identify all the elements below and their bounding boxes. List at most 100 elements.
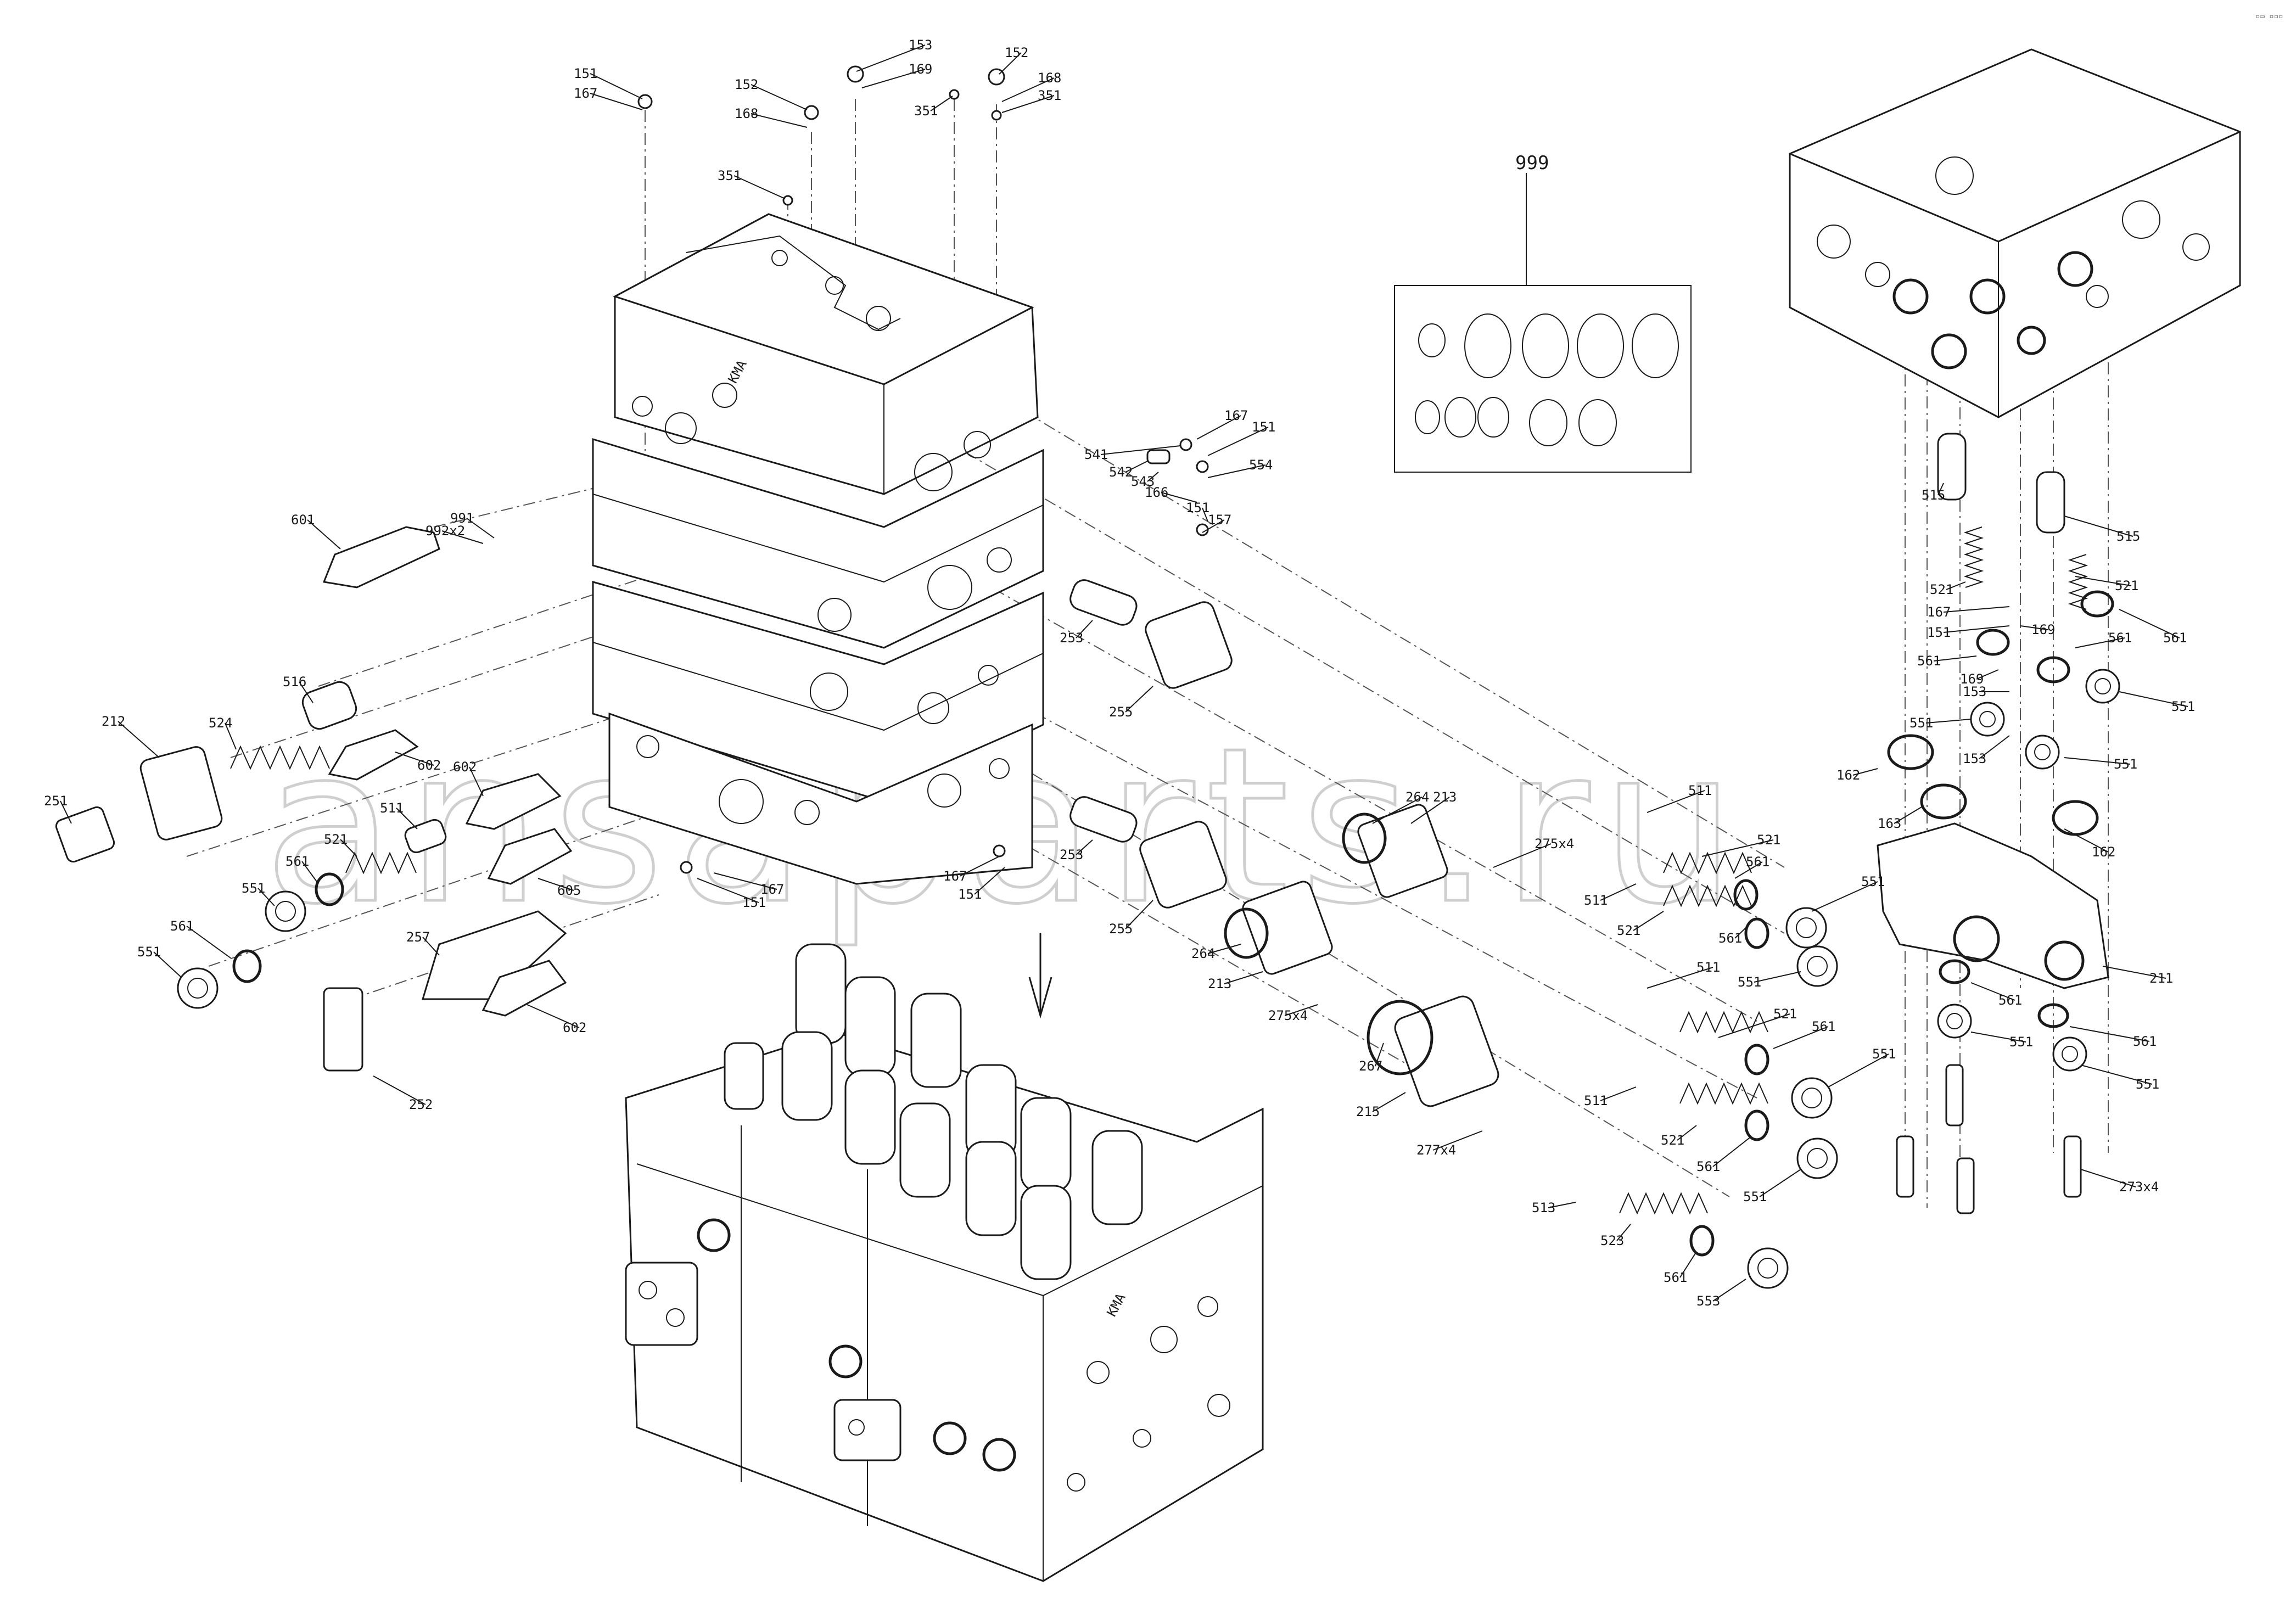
part-label-561h: 561 xyxy=(2163,630,2187,646)
part-label-543: 543 xyxy=(1131,474,1155,489)
leader-line-521c xyxy=(1633,911,1664,931)
part-label-273: 273x4 xyxy=(2119,1179,2159,1195)
part-label-553: 553 xyxy=(1696,1293,1720,1309)
leader-line-151b xyxy=(1207,427,1269,456)
part-label-211: 211 xyxy=(2149,971,2173,986)
part-label-602b: 602 xyxy=(453,759,477,775)
part-label-152: 152 xyxy=(735,77,758,92)
leader-line-553 xyxy=(1712,1279,1746,1302)
leader-line-561c xyxy=(1734,861,1763,879)
leader-line-264a xyxy=(1372,797,1423,824)
leader-line-153 xyxy=(856,44,926,72)
part-label-561l: 561 xyxy=(2133,1034,2157,1049)
leader-line-267 xyxy=(1375,1043,1384,1067)
part-label-253: 253 xyxy=(1060,630,1083,646)
part-label-167c: 167 xyxy=(760,882,784,897)
leader-line-551d xyxy=(1754,971,1801,983)
leader-line-561g xyxy=(1679,1251,1697,1278)
part-label-551d: 551 xyxy=(1738,974,1761,990)
part-label-212: 212 xyxy=(102,714,125,729)
leader-line-561b xyxy=(186,926,231,959)
leader-line-163 xyxy=(1894,806,1922,824)
part-label-511e: 511 xyxy=(1584,1093,1608,1108)
part-label-561b: 561 xyxy=(170,918,194,934)
leader-line-561e xyxy=(1773,1026,1829,1049)
leader-line-561k xyxy=(1970,982,2015,1001)
leader-line-561j xyxy=(1933,655,1977,662)
leader-line-167b xyxy=(1196,415,1241,440)
seal-kit-box: 999 xyxy=(1394,152,1692,473)
leader-line-561l xyxy=(2069,1026,2150,1042)
leader-line-561f xyxy=(1712,1136,1752,1167)
leader-line-561i xyxy=(2075,637,2125,648)
leader-line-251 xyxy=(60,800,72,824)
leader-line-162a xyxy=(1852,768,1878,776)
leader-line-521a xyxy=(340,839,357,857)
leader-line-511a xyxy=(396,808,418,830)
kit-label-999: 999 xyxy=(1515,152,1549,174)
leader-line-167 xyxy=(590,93,643,110)
part-label-551b: 551 xyxy=(137,944,161,960)
leader-line-551j xyxy=(1970,1032,2026,1043)
leader-line-275b xyxy=(1284,1004,1318,1016)
leader-line-521d xyxy=(1718,1013,1790,1038)
part-label-163: 163 xyxy=(1878,816,1901,831)
leader-line-211 xyxy=(2102,966,2166,979)
leader-line-252 xyxy=(373,1075,426,1105)
part-label-264a: 264 xyxy=(1405,789,1429,805)
leader-line-602c xyxy=(527,1004,580,1028)
part-label-521c: 521 xyxy=(1617,923,1640,938)
leader-line-264b xyxy=(1207,944,1241,954)
leader-line-215 xyxy=(1372,1092,1406,1112)
part-label-554: 554 xyxy=(1249,457,1273,473)
part-label-162a: 162 xyxy=(1836,767,1860,783)
leader-line-212 xyxy=(117,721,160,758)
part-label-277: 277x4 xyxy=(1416,1142,1456,1158)
leader-line-151 xyxy=(590,73,643,99)
leader-line-521g xyxy=(2075,576,2132,586)
part-label-515b: 515 xyxy=(2116,529,2140,544)
leader-line-551h xyxy=(1925,719,1972,724)
part-label-213b: 213 xyxy=(1208,976,1231,991)
leader-line-152 xyxy=(751,84,808,110)
leader-line-253 xyxy=(1076,620,1093,638)
leader-line-521b xyxy=(1701,839,1774,857)
leader-line-511d xyxy=(1647,967,1713,989)
part-label-521a: 521 xyxy=(324,832,348,847)
part-label-152b: 152 xyxy=(1005,45,1028,60)
part-label-255: 255 xyxy=(1109,704,1133,720)
valve-body-exploded: KMA xyxy=(592,213,1044,885)
leader-line-257 xyxy=(422,937,440,956)
part-label-511a: 511 xyxy=(380,800,404,816)
leader-line-513 xyxy=(1548,1202,1576,1208)
leader-line-151e xyxy=(974,867,1005,895)
part-label-169: 169 xyxy=(909,61,932,77)
part-label-561f: 561 xyxy=(1696,1159,1720,1174)
leader-line-151c xyxy=(1202,507,1208,522)
part-label-166: 166 xyxy=(1145,485,1168,500)
leader-line-602a xyxy=(395,752,434,766)
leader-lines xyxy=(60,44,2188,1302)
part-label-151b: 151 xyxy=(1252,419,1275,435)
part-label-511c: 511 xyxy=(1584,893,1608,908)
part-label-168: 168 xyxy=(735,106,758,121)
part-label-601: 601 xyxy=(291,512,315,528)
leader-line-561a xyxy=(301,861,319,884)
part-label-551a: 551 xyxy=(242,881,265,896)
leader-line-152b xyxy=(999,52,1022,75)
leader-line-351 xyxy=(930,96,953,111)
leader-line-213a xyxy=(1410,797,1450,824)
leader-line-601 xyxy=(307,519,341,550)
part-label-551j: 551 xyxy=(2009,1034,2033,1050)
leader-line-213b xyxy=(1224,971,1263,984)
part-label-551g: 551 xyxy=(2171,699,2195,714)
leader-line-253b xyxy=(1076,839,1093,855)
leader-line-273 xyxy=(2080,1169,2136,1187)
part-label-257: 257 xyxy=(406,929,430,945)
leader-line-168b xyxy=(1001,77,1055,102)
part-label-551k: 551 xyxy=(2136,1077,2159,1092)
part-label-151c: 151 xyxy=(1186,500,1209,515)
leader-line-169b xyxy=(2020,625,2048,630)
valve-assembled: KMA xyxy=(625,943,1264,1582)
